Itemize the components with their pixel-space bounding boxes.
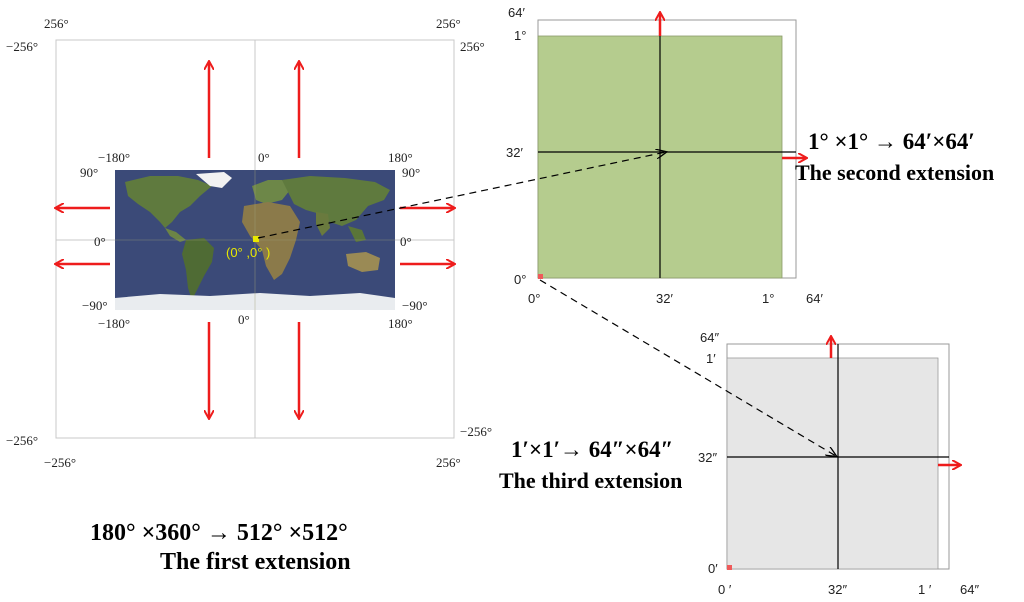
p3-y-max-label: 1′: [706, 351, 716, 366]
panel-second-extension: 64′ 1° 32′ 0° 0° 32′ 1° 64′ 1° ×1° → 64′…: [506, 5, 994, 306]
map-bl-lon-label: −180°: [98, 316, 130, 331]
origin-marker: [727, 565, 732, 570]
p2-y-min-label: 0°: [514, 272, 526, 287]
corner-tr-right-label: 256°: [460, 39, 485, 54]
map-bl-lat-label: −90°: [82, 298, 108, 313]
corner-bl-left-label: −256°: [6, 433, 38, 448]
world-map-image: [115, 170, 395, 310]
first-extension-formula: 180° ×360° → 512° ×512°: [90, 520, 348, 546]
p3-y-min-label: 0′: [708, 561, 718, 576]
p2-x-outer-label: 64′: [806, 291, 823, 306]
one-minute-cell: [726, 357, 939, 570]
p2-x-min-label: 0°: [528, 291, 540, 306]
corner-bl-bottom-label: −256°: [44, 455, 76, 470]
corner-br-bottom-label: 256°: [436, 455, 461, 470]
p2-x-mid-label: 32′: [656, 291, 673, 306]
p3-y-mid-label: 32″: [698, 450, 717, 465]
p3-top-left-label: 64″: [700, 330, 719, 345]
p3-x-mid-label: 32″: [828, 582, 847, 597]
p2-x-max-label: 1°: [762, 291, 774, 306]
map-br-lon-label: 180°: [388, 316, 413, 331]
p2-top-left-label: 64′: [508, 5, 525, 20]
third-extension-formula: 1′×1′→ 64″×64″: [511, 437, 673, 462]
extension-arrows-first: [56, 62, 454, 418]
corner-tl-top-label: 256°: [44, 16, 69, 31]
map-tr-lat-label: 90°: [402, 165, 420, 180]
second-extension-caption: The second extension: [795, 160, 994, 185]
p2-y-max-label: 1°: [514, 28, 526, 43]
dashed-connector-arrow-icon: [257, 152, 666, 239]
panel-first-extension: 256° 256° −256° 256° −256° −256° −256° 2…: [6, 16, 492, 575]
corner-tl-left-label: −256°: [6, 39, 38, 54]
panel-third-extension: 64″ 1′ 32″ 0′ 0 ′ 32″ 1 ′ 64″ 1′×1′→ 64″…: [499, 330, 979, 597]
third-extension-caption: The third extension: [499, 468, 682, 493]
map-br-lat-label: −90°: [402, 298, 428, 313]
dashed-connector-arrow-icon: [539, 279, 836, 456]
origin-center-label: (0° ,0° ): [226, 245, 270, 260]
p3-x-max-label: 1 ′: [918, 582, 932, 597]
corner-br-right-label: −256°: [460, 424, 492, 439]
map-tl-lat-label: 90°: [80, 165, 98, 180]
map-right-mid-label: 0°: [400, 234, 412, 249]
map-top-center-label: 0°: [258, 150, 270, 165]
map-tl-lon-label: −180°: [98, 150, 130, 165]
map-tr-lon-label: 180°: [388, 150, 413, 165]
corner-tr-top-label: 256°: [436, 16, 461, 31]
origin-marker: [538, 274, 543, 279]
first-extension-caption: The first extension: [160, 549, 351, 575]
p2-y-mid-label: 32′: [506, 145, 523, 160]
map-left-mid-label: 0°: [94, 234, 106, 249]
map-bottom-center-label: 0°: [238, 312, 250, 327]
p3-x-min-label: 0 ′: [718, 582, 732, 597]
p3-x-outer-label: 64″: [960, 582, 979, 597]
second-extension-formula: 1° ×1° → 64′×64′: [808, 129, 975, 154]
